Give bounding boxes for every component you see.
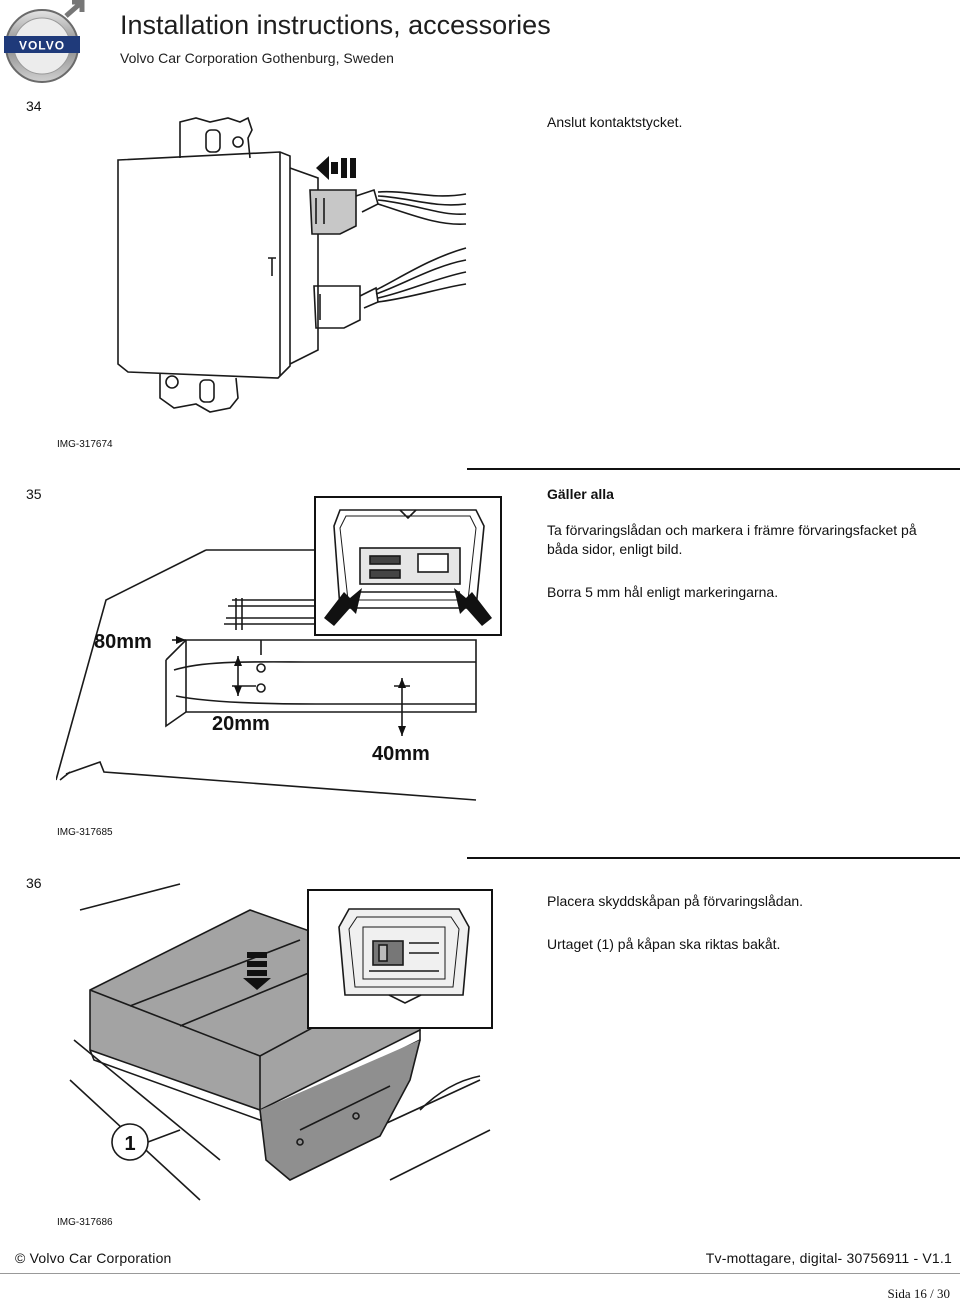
detail-inset bbox=[307, 889, 493, 1029]
dimension-label-40mm: 40mm bbox=[372, 743, 430, 765]
volvo-logo: VOLVO bbox=[0, 0, 88, 88]
step-text: Urtaget (1) på kåpan ska riktas bakåt. bbox=[547, 936, 781, 952]
detail-inset bbox=[314, 496, 502, 636]
image-id: IMG-317686 bbox=[57, 1217, 113, 1228]
step-text: Placera skyddskåpan på förvaringslådan. bbox=[547, 893, 804, 909]
step-divider bbox=[467, 468, 960, 470]
connector-module-illustration bbox=[100, 108, 480, 428]
footer-divider bbox=[0, 1273, 960, 1274]
page-number: Sida 16 / 30 bbox=[887, 1286, 950, 1301]
step-text: Anslut kontaktstycket. bbox=[547, 114, 683, 130]
footer-doc-reference: Tv-mottagare, digital- 30756911 - V1.1 bbox=[705, 1250, 952, 1266]
step-number: 34 bbox=[26, 98, 42, 114]
step-number: 36 bbox=[26, 875, 42, 891]
push-arrow-icon bbox=[316, 154, 358, 182]
page-subtitle: Volvo Car Corporation Gothenburg, Sweden bbox=[120, 50, 394, 66]
step-number: 35 bbox=[26, 486, 42, 502]
image-id: IMG-317685 bbox=[57, 827, 113, 838]
step-text: Ta förvaringslådan och markera i främre … bbox=[547, 522, 917, 538]
down-arrow-icon bbox=[243, 952, 271, 990]
callout-number: 1 bbox=[124, 1133, 135, 1155]
logo-wordmark: VOLVO bbox=[19, 39, 65, 53]
step-text: Borra 5 mm hål enligt markeringarna. bbox=[547, 584, 779, 600]
footer-copyright: © Volvo Car Corporation bbox=[15, 1250, 172, 1266]
image-id: IMG-317674 bbox=[57, 439, 113, 450]
step-divider bbox=[467, 857, 960, 859]
page-title: Installation instructions, accessories bbox=[120, 10, 551, 40]
step-heading: Gäller alla bbox=[547, 486, 614, 502]
dimension-label-20mm: 20mm bbox=[212, 713, 270, 735]
step-text: båda sidor, enligt bild. bbox=[547, 541, 683, 557]
dimension-label-80mm: 80mm bbox=[94, 631, 152, 653]
